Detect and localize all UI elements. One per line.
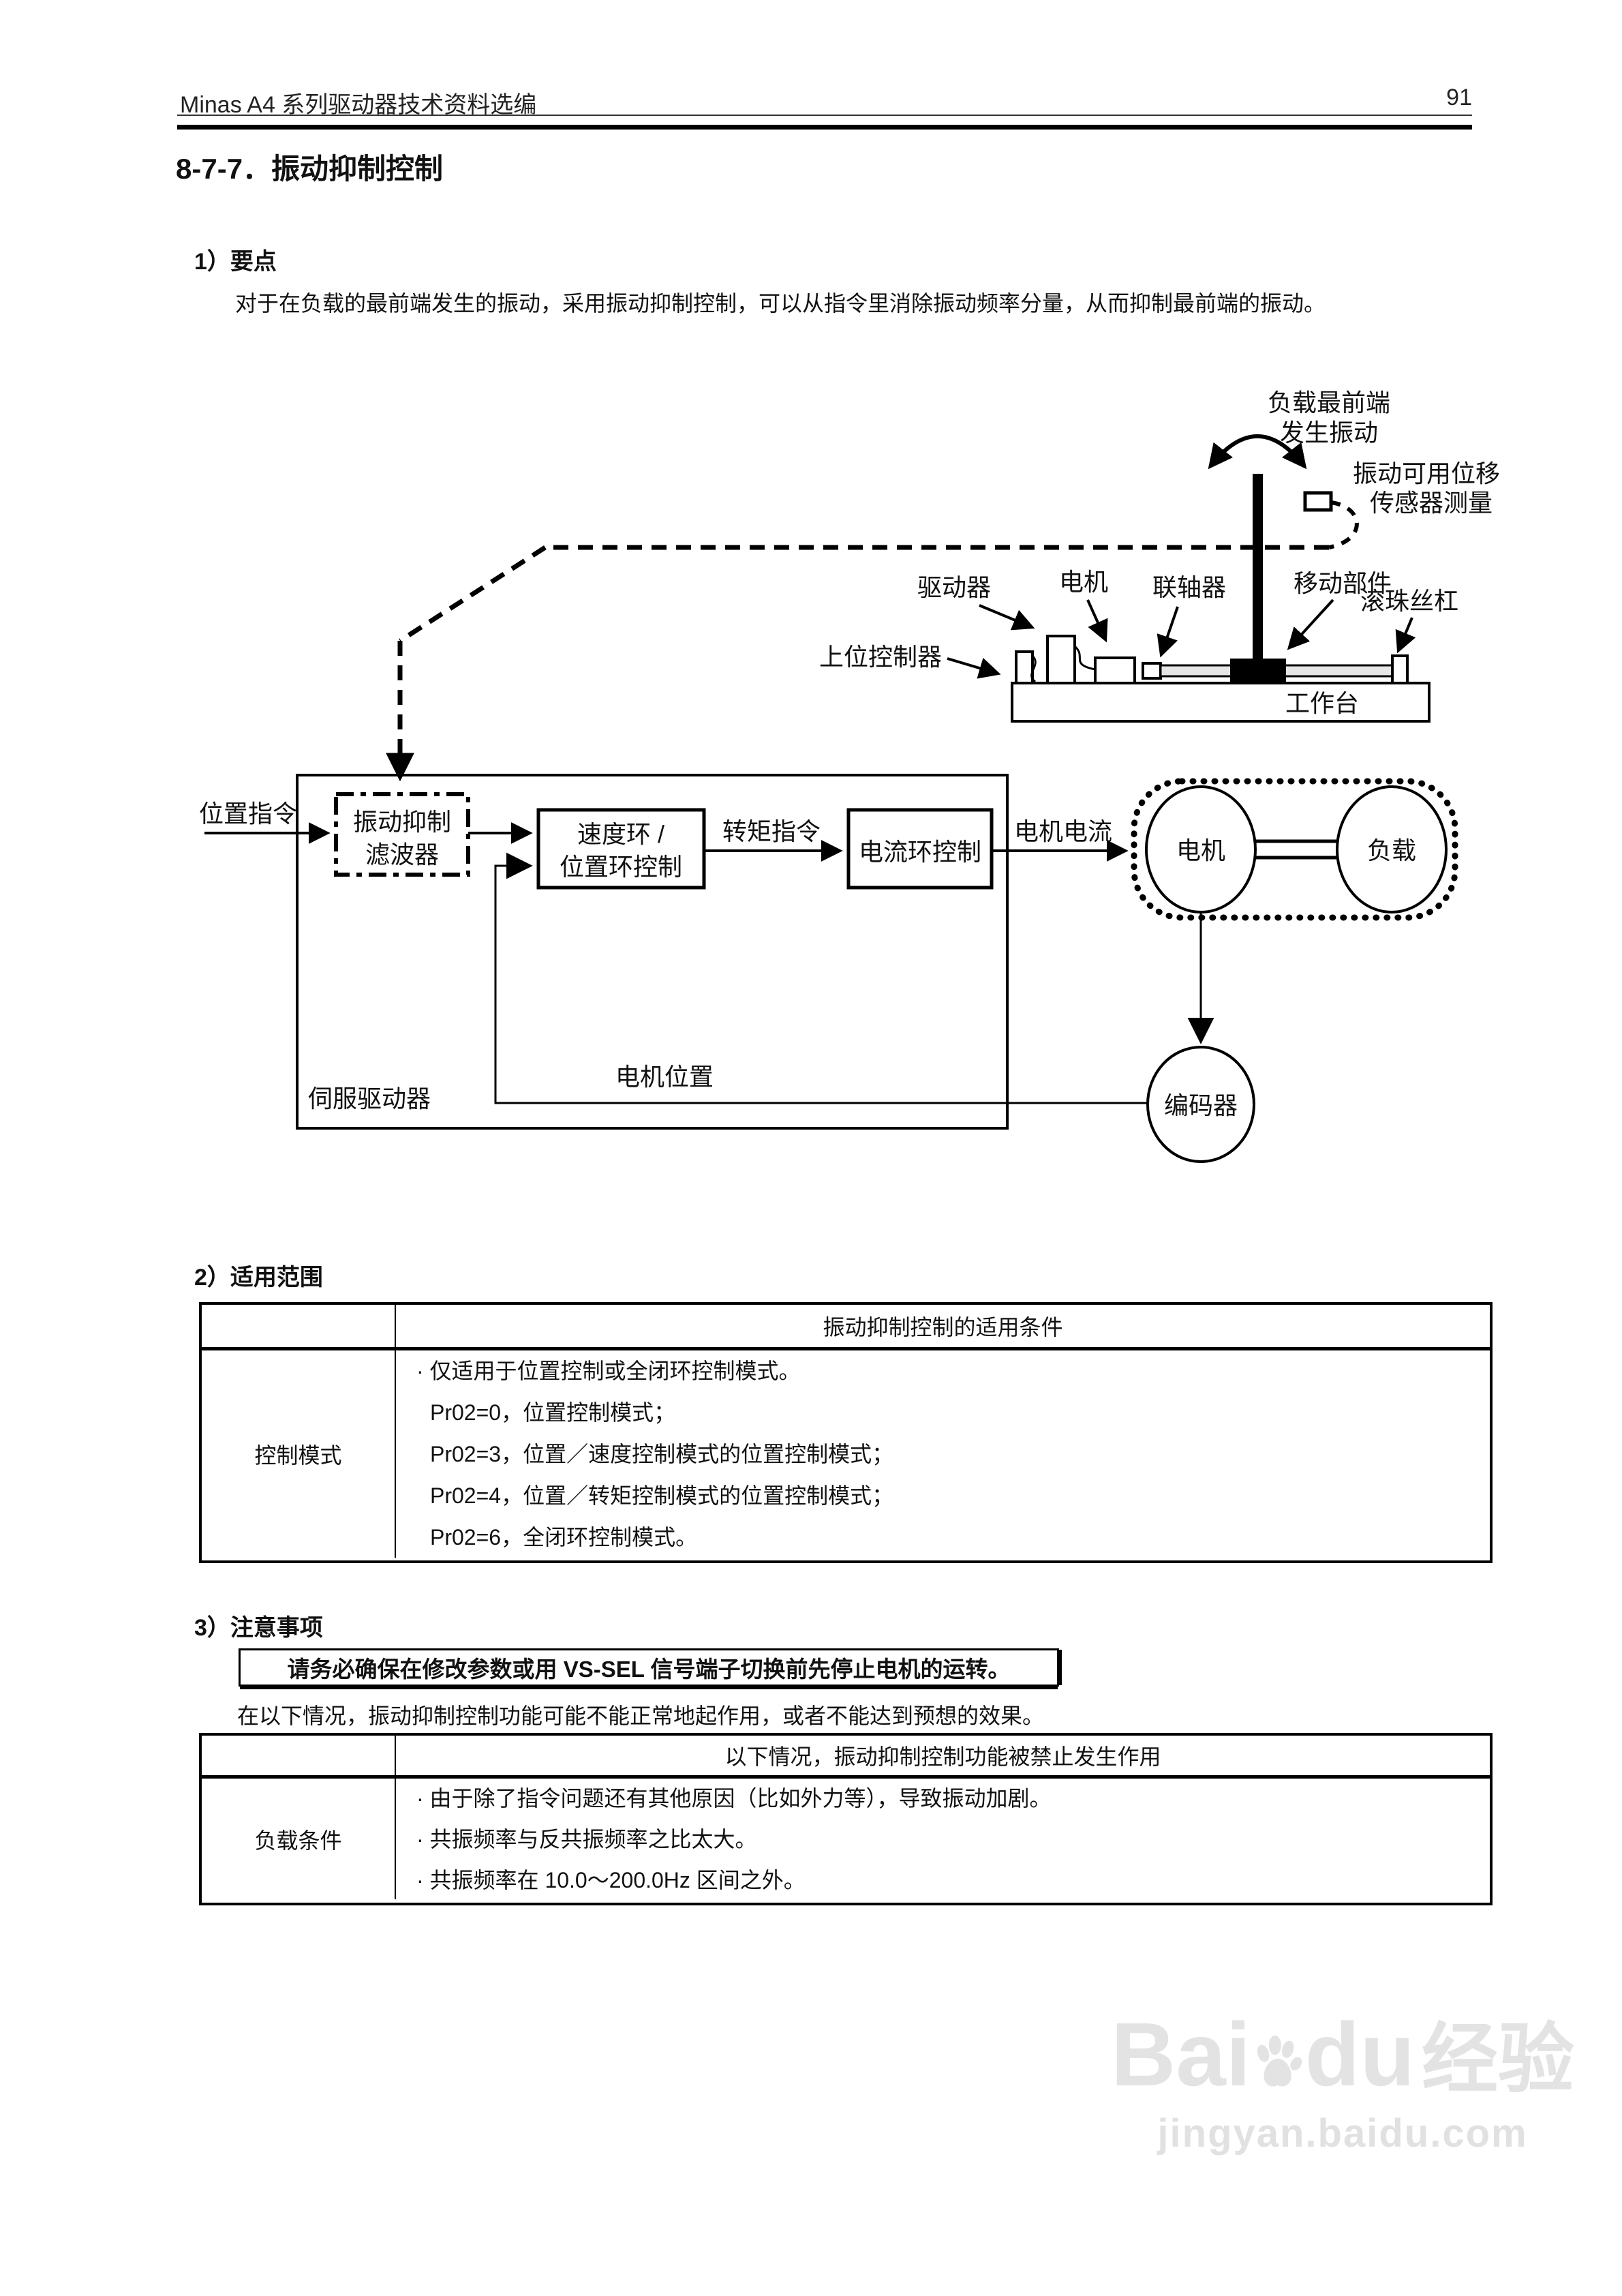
- disabled-table: 以下情况，振动抑制控制功能被禁止发生作用 负载条件 · 由于除了指令问题还有其他…: [199, 1733, 1493, 1905]
- label-servo-driver: 伺服驱动器: [308, 1085, 431, 1113]
- disabled-line-2: · 共振频率在 10.0～200.0Hz 区间之外。: [416, 1867, 806, 1892]
- disabled-row-label: 负载条件: [202, 1779, 396, 1899]
- label-load-tip-line1: 负载最前端: [1268, 389, 1390, 417]
- watermark-url: jingyan.baidu.com: [1157, 2111, 1528, 2156]
- disabled-line-1: · 共振频率与反共振频率之比太大。: [416, 1826, 757, 1852]
- notes-heading: 3）注意事项: [194, 1615, 323, 1641]
- speed-position-loop-box: [536, 808, 706, 890]
- scope-line-3: Pr02=4，位置／转矩控制模式的位置控制模式；: [430, 1483, 894, 1508]
- disabled-line-0: · 由于除了指令问题还有其他原因（比如外力等），导致振动加剧。: [416, 1785, 1052, 1811]
- scope-table-header-row: 振动抑制控制的适用条件: [202, 1305, 1490, 1350]
- label-load-ellipse: 负载: [1367, 836, 1416, 864]
- disabled-table-header-row: 以下情况，振动抑制控制功能被禁止发生作用: [202, 1736, 1490, 1779]
- scope-table-header: 振动抑制控制的适用条件: [823, 1315, 1063, 1340]
- coupling-block: [1142, 662, 1162, 680]
- cable-1: [1030, 654, 1037, 683]
- servo-driver-box: [296, 774, 1009, 1130]
- warning-text: 请务必确保在修改参数或用 VS-SEL 信号端子切换前先停止电机的运转。: [287, 1657, 1011, 1682]
- label-position-cmd: 位置指令: [199, 800, 297, 828]
- label-sensor-line1: 振动可用位移: [1353, 459, 1500, 487]
- header-rule-thick: [177, 125, 1472, 130]
- point-body: 对于在负载的最前端发生的振动，采用振动抑制控制，可以从指令里消除振动频率分量，从…: [235, 291, 1326, 316]
- label-motor: 电机: [1059, 568, 1108, 596]
- warning-box: 请务必确保在修改参数或用 VS-SEL 信号端子切换前先停止电机的运转。: [239, 1648, 1059, 1687]
- shaft-double-line: [1255, 839, 1337, 860]
- notes-intro: 在以下情况，振动抑制控制功能可能不能正常地起作用，或者不能达到预想的效果。: [237, 1704, 1045, 1728]
- label-motor-ellipse: 电机: [1176, 836, 1225, 864]
- baidu-watermark: Bai du 经验 jingyan.baidu.com: [1111, 2010, 1574, 2156]
- watermark-brand-left: Bai: [1111, 2004, 1251, 2104]
- label-ball-screw: 滚珠丝杠: [1360, 587, 1458, 615]
- label-motor-position: 电机位置: [615, 1063, 714, 1091]
- load-rod: [1253, 474, 1263, 661]
- encoder-feedback-line: [494, 852, 1148, 1104]
- label-load-tip-line2: 发生振动: [1280, 419, 1378, 447]
- scope-line-0: · 仅适用于位置控制或全闭环控制模式。: [416, 1358, 801, 1383]
- disabled-table-header-spacer: [202, 1736, 396, 1775]
- scope-heading: 2）适用范围: [194, 1265, 323, 1290]
- watermark-brand-cn: 经验: [1422, 2016, 1574, 2102]
- section-title: 8-7-7．振动抑制控制: [176, 153, 444, 185]
- scope-line-1: Pr02=0，位置控制模式；: [430, 1400, 676, 1425]
- baidu-paw-icon: [1257, 2035, 1302, 2087]
- encoder-ellipse: [1146, 1046, 1255, 1163]
- label-loop-line2: 位置环控制: [560, 853, 682, 881]
- label-current-loop: 电流环控制: [859, 838, 981, 866]
- scope-row-label: 控制模式: [202, 1350, 396, 1558]
- load-ellipse: [1336, 785, 1448, 913]
- machine-label-arrows: [947, 599, 1416, 679]
- watermark-brand-right: du: [1304, 2004, 1415, 2104]
- scope-table: 振动抑制控制的适用条件 控制模式 · 仅适用于位置控制或全闭环控制模式。 Pr0…: [199, 1302, 1493, 1563]
- moving-part-block: [1230, 659, 1286, 683]
- label-moving-part: 移动部件: [1294, 569, 1392, 597]
- screw-end-support: [1391, 654, 1409, 684]
- point-heading: 1）要点: [194, 249, 277, 275]
- label-torque-cmd: 转矩指令: [722, 817, 821, 845]
- vibration-suppression-diagram: 负载最前端 发生振动 振动可用位移 传感器测量 驱动器 电机 联轴器 移动部件 …: [199, 389, 1500, 1163]
- disabled-table-body: 负载条件 · 由于除了指令问题还有其他原因（比如外力等），导致振动加剧。 · 共…: [202, 1779, 1490, 1899]
- disabled-table-header: 以下情况，振动抑制控制功能被禁止发生作用: [724, 1744, 1161, 1769]
- cable-2: [1073, 645, 1096, 671]
- scope-table-header-spacer: [202, 1305, 396, 1347]
- header-rule-thin: [177, 115, 1472, 116]
- current-loop-box: [846, 808, 994, 890]
- page-number: 91: [1446, 85, 1472, 110]
- driver-block: [1046, 635, 1076, 684]
- label-coupling: 联轴器: [1152, 573, 1226, 601]
- vibration-arc: [1208, 434, 1307, 470]
- header-title: Minas A4 系列驱动器技术资料选编: [180, 92, 537, 118]
- displacement-sensor: [1303, 491, 1333, 512]
- scope-line-2: Pr02=3，位置／速度控制模式的位置控制模式；: [430, 1441, 894, 1466]
- dashed-line-diagonal: [399, 545, 547, 643]
- motor-block: [1094, 656, 1136, 684]
- label-filter-line1: 振动抑制: [353, 808, 451, 836]
- scope-line-4: Pr02=6，全闭环控制模式。: [430, 1524, 698, 1550]
- label-filter-line2: 滤波器: [365, 841, 439, 868]
- worktable-base: [1011, 682, 1430, 723]
- scope-table-body: 控制模式 · 仅适用于位置控制或全闭环控制模式。 Pr02=0，位置控制模式； …: [202, 1350, 1490, 1558]
- machine-illustration: [386, 434, 1430, 782]
- label-worktable: 工作台: [1285, 689, 1359, 717]
- label-sensor-line2: 传感器测量: [1370, 489, 1493, 517]
- motor-load-group: [1131, 778, 1458, 921]
- label-encoder: 编码器: [1164, 1091, 1238, 1119]
- host-controller-block: [1015, 650, 1034, 684]
- label-host-controller: 上位控制器: [819, 643, 942, 671]
- label-loop-line1: 速度环 /: [577, 820, 664, 848]
- label-motor-current: 电机电流: [1014, 817, 1112, 845]
- label-driver: 驱动器: [917, 573, 991, 601]
- sensor-dashed-curve: [1328, 500, 1359, 549]
